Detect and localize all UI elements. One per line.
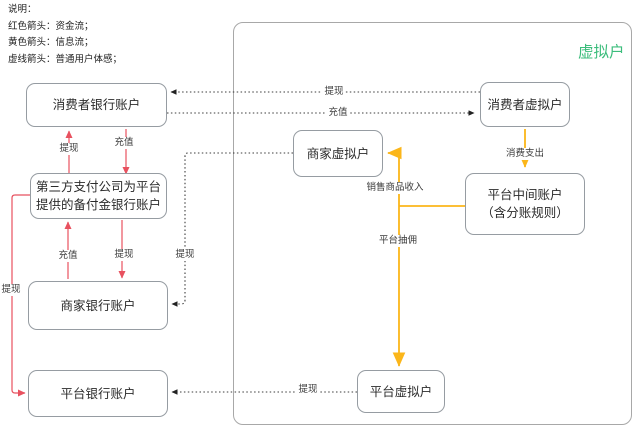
node-platform-middle-account: 平台中间账户 （含分账规则） <box>465 173 585 235</box>
node-merchant-bank-account: 商家银行账户 <box>28 281 168 330</box>
edge-label-consumer-recharge: 充值 <box>326 107 350 119</box>
node-label: 第三方支付公司为平台提供的备付金银行账户 <box>35 180 161 212</box>
edge-label-bank-recharge: 充值 <box>112 137 136 149</box>
edge-label-merchant-withdraw: 提现 <box>112 249 136 261</box>
node-merchant-virtual-account: 商家虚拟户 <box>293 130 383 177</box>
edge-merchant-withdraw-dashed-line <box>171 152 293 307</box>
legend-item-dashed-flow: 虚线箭头：普通用户体感； <box>8 53 123 65</box>
edge-sales-income-line <box>387 146 402 206</box>
node-consumer-bank-account: 消费者银行账户 <box>26 83 167 127</box>
node-label: 商家银行账户 <box>60 298 136 313</box>
edge-label-platform-bank-withdraw: 提现 <box>0 284 23 296</box>
node-label: 消费者虚拟户 <box>487 97 563 112</box>
edge-label-merchant-virtual-withdraw: 提现 <box>173 249 197 261</box>
edge-label-bank-withdraw: 提现 <box>57 143 81 155</box>
legend-item-fund-flow: 红色箭头：资金流； <box>8 20 94 32</box>
edge-label-consume-spend: 消费支出 <box>503 148 547 160</box>
edge-label-platform-withdraw: 提现 <box>296 384 320 396</box>
node-label: 消费者银行账户 <box>52 98 141 112</box>
node-third-party-reserve-account: 第三方支付公司为平台提供的备付金银行账户 <box>30 173 167 219</box>
node-consumer-virtual-account: 消费者虚拟户 <box>480 82 570 127</box>
node-label: 平台虚拟户 <box>369 384 433 399</box>
edge-label-sales-income: 销售商品收入 <box>364 182 426 194</box>
node-platform-bank-account: 平台银行账户 <box>28 370 168 417</box>
edge-label-merchant-recharge: 充值 <box>56 250 80 262</box>
node-label-line1: 平台中间账户 <box>487 188 563 202</box>
node-label-line2: （含分账规则） <box>481 206 569 220</box>
legend-title: 说明： <box>8 4 37 15</box>
node-label: 平台银行账户 <box>60 386 136 401</box>
edge-label-platform-commission: 平台抽佣 <box>376 235 420 247</box>
legend: 说明： 红色箭头：资金流； 黄色箭头：信息流； 虚线箭头：普通用户体感； <box>8 2 122 68</box>
legend-item-info-flow: 黄色箭头：信息流； <box>8 37 94 48</box>
node-platform-virtual-account: 平台虚拟户 <box>357 370 445 413</box>
edge-label-consumer-withdraw: 提现 <box>322 86 346 98</box>
virtual-zone-label: 虚拟户 <box>578 44 625 61</box>
node-label: 商家虚拟户 <box>306 146 370 161</box>
